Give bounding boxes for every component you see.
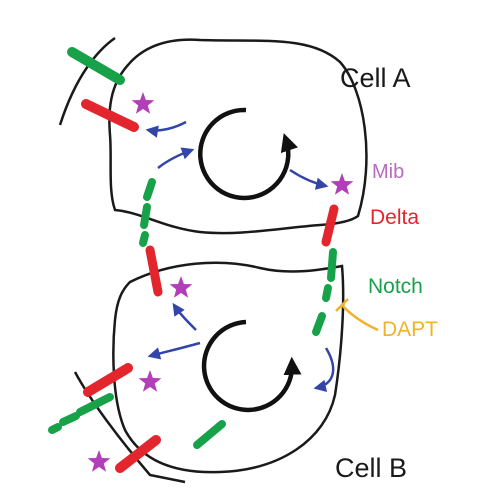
delta-bar-icon (145, 245, 163, 297)
cell-a-label: Cell A (340, 63, 411, 93)
cycle-arrow-icon-a (198, 107, 298, 201)
transport-arrow-icon (289, 168, 329, 190)
legend-notch-label: Notch (368, 275, 423, 298)
delta-bar-icon (83, 363, 133, 397)
delta-bar-icon-group (81, 99, 339, 473)
delta-bar-icon (81, 99, 139, 132)
mib-star-icon (131, 92, 155, 114)
transport-arrow-icon (145, 120, 187, 138)
transport-arrow-icon (157, 147, 195, 169)
notch-bar-icon (327, 248, 337, 282)
notch-bar-icon-group (48, 47, 337, 449)
cycle-arrow-icon-b (201, 319, 302, 413)
mib-star-icon (330, 173, 354, 195)
cell-a-outline (108, 38, 368, 235)
cell-b-label: Cell B (335, 453, 407, 483)
notch-bar-icon (59, 412, 80, 426)
cell-b-outline (112, 261, 345, 474)
legend-delta-label: Delta (370, 206, 419, 229)
notch-bar-icon (140, 203, 151, 229)
dapt-inhibitor-icon (335, 298, 379, 332)
transport-arrow-icon (147, 341, 201, 360)
notch-bar-icon (312, 312, 326, 336)
neighbor-cell-outline-top (58, 36, 116, 126)
transport-arrow-icon (313, 347, 335, 393)
neighbor-cell-outline-bottom (73, 371, 186, 484)
transport-arrow-icon (172, 302, 197, 331)
notch-bar-icon (48, 423, 62, 434)
mib-star-group (87, 92, 354, 472)
mib-star-icon (87, 450, 111, 472)
notch-bar-icon (143, 178, 156, 201)
mib-star-icon (138, 370, 162, 392)
delta-bar-icon (321, 204, 339, 247)
delta-bar-icon (115, 435, 161, 473)
notch-bar-icon (193, 420, 226, 449)
notch-bar-icon (139, 231, 149, 247)
notch-bar-icon (76, 393, 114, 416)
notch-bar-icon (322, 284, 332, 302)
legend-dapt-label: DAPT (382, 318, 438, 341)
legend-mib-label: Mib (372, 161, 404, 183)
mib-star-icon (169, 276, 193, 298)
notch-bar-icon (67, 47, 125, 85)
